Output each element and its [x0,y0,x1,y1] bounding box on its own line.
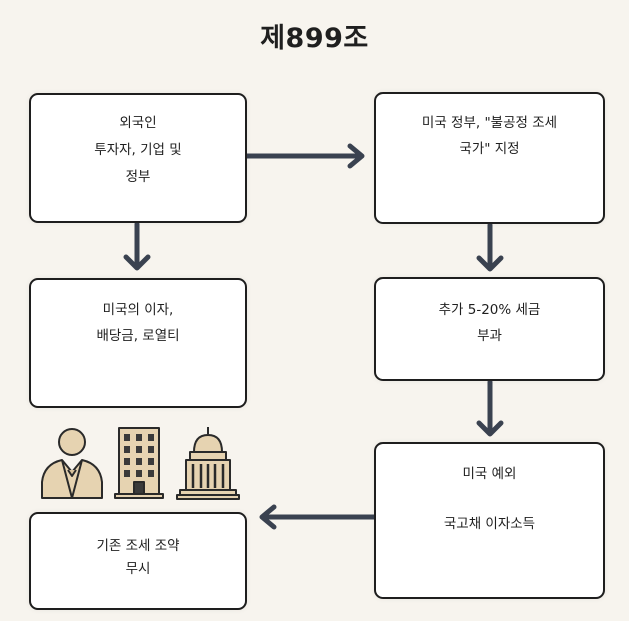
arrow-down-right-1 [476,222,504,272]
arrow-right-1 [244,143,365,169]
box-exception: 미국 예외 국고채 이자소득 [374,442,605,599]
box-foreign-investors-line2: 투자자, 기업 및 [94,142,182,158]
box-designation-line2: 국가" 지정 [459,141,520,157]
box-foreign-investors: 외국인 투자자, 기업 및 정부 [29,93,247,223]
box-surtax: 추가 5-20% 세금 부과 [374,277,605,381]
box-ignore-treaties: 기존 조세 조약 무시 [29,512,247,610]
box-designation-line1: 미국 정부, "불공정 조세 [421,115,558,131]
box-us-income: 미국의 이자, 배당금, 로열티 [29,278,247,408]
box-designation: 미국 정부, "불공정 조세 국가" 지정 [374,92,605,224]
capitol-icon [176,427,240,500]
box-ignore-treaties-line1: 기존 조세 조약 [96,538,180,554]
box-surtax-line1: 추가 5-20% 세금 [438,302,541,318]
box-exception-line1: 미국 예외 [462,466,517,482]
box-foreign-investors-line3: 정부 [125,169,151,185]
arrow-down-right-2 [476,379,504,437]
diagram-title: 제899조 [260,23,369,54]
box-surtax-line2: 부과 [477,328,502,344]
arrow-down-left [123,221,151,271]
box-ignore-treaties-line2: 무시 [125,561,151,577]
arrow-left [259,504,377,530]
box-us-income-line2: 배당금, 로열티 [96,328,180,344]
box-foreign-investors-line1: 외국인 [119,115,157,131]
box-us-income-line1: 미국의 이자, [102,302,174,318]
person-icon [41,428,103,499]
office-building-icon [114,427,164,499]
box-exception-line2: 국고채 이자소득 [443,516,536,532]
